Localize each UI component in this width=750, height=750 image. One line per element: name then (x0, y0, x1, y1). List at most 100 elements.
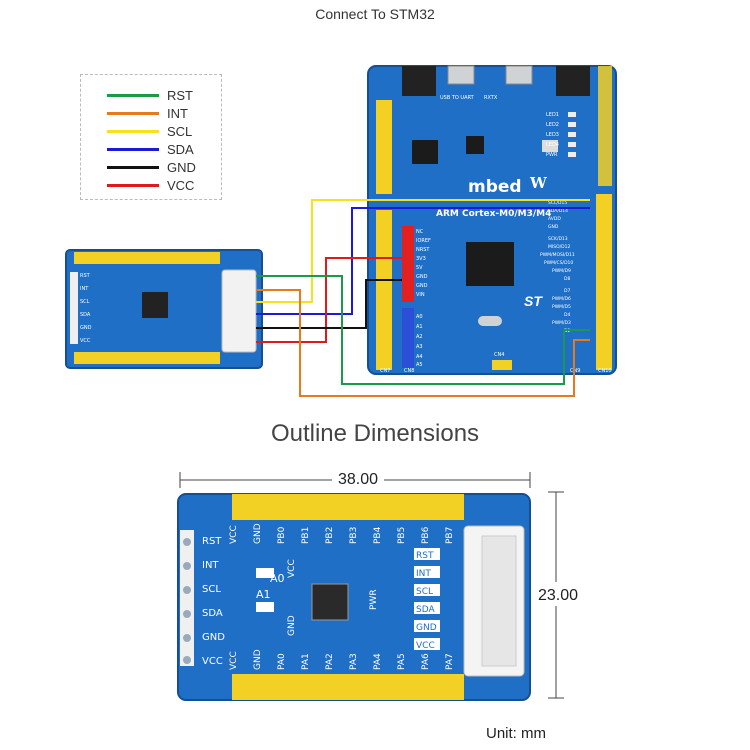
addr-label-pwr: PWR (369, 589, 379, 610)
power-pin-label: 5V (416, 265, 423, 271)
module-small-side-label: SDA (80, 312, 91, 318)
bottom-pin-label: PA6 (421, 653, 431, 670)
jumper-pad (256, 602, 274, 612)
module-small-side-label: VCC (80, 338, 91, 344)
analog-pin-label: A0 (416, 314, 423, 320)
jumper-pad (256, 568, 274, 578)
right-pin-label: PWM/CS/D10 (544, 260, 573, 266)
wire-scl (256, 199, 590, 303)
right-pin-label: PWM/D5 (552, 304, 571, 310)
module-small-side-label: SCL (80, 299, 90, 305)
addr-label-a0: A0 (270, 572, 285, 585)
bottom-pin-label: PA0 (277, 653, 287, 670)
wire-rst (256, 275, 590, 385)
right-pin-label: PWM/D9 (552, 268, 571, 274)
module-large-top-header (232, 494, 464, 520)
right-pin-label: D7 (564, 288, 570, 294)
wire-legend: RST INT SCL SDA GND VCC (80, 74, 222, 200)
led-group: LED1 LED2 LED3 LED4 PWR (546, 112, 576, 158)
legend-item-gnd: GND (107, 158, 196, 176)
analog-pin-label: A4 (416, 354, 423, 360)
wire-sda (256, 207, 590, 315)
power-pin-label: GND (416, 274, 428, 280)
right-pin-label: D4 (564, 312, 570, 318)
top-pin-label: PB6 (421, 526, 431, 544)
width-dim-label: 38.00 (338, 471, 378, 488)
power-pin-label: NC (416, 229, 424, 235)
conn-label-bg (414, 602, 440, 614)
header-right-lower (596, 194, 612, 370)
button (542, 140, 558, 152)
module-small-bottom-header (74, 352, 220, 364)
crystal (478, 316, 502, 326)
width-dim-bg (332, 468, 384, 490)
led (568, 152, 576, 157)
usb-port-1 (447, 65, 475, 85)
right-pin-label: PWM/D6 (552, 296, 571, 302)
right-pin-label: AVDD (548, 216, 561, 222)
usb-label-2: RXTX (484, 95, 498, 101)
st-logo: ST (524, 293, 543, 309)
led-label: LED4 (546, 142, 559, 148)
bottom-pin-label: PA5 (397, 653, 407, 670)
side-pin-label: INT (202, 560, 219, 571)
height-dim-label: 23.00 (538, 587, 578, 604)
unit-label: Unit: mm (486, 725, 546, 742)
right-pin-label: D8 (564, 276, 570, 282)
module-large-side-header (180, 530, 194, 666)
addr-label-vcc: VCC (287, 559, 297, 578)
usb-label-1: USB TO UART (440, 95, 475, 101)
right-pin-label: PWM/D3 (552, 320, 571, 326)
usb-port-2 (505, 65, 533, 85)
module-small-connector (221, 269, 257, 353)
led (568, 122, 576, 127)
side-hole (183, 586, 191, 594)
legend-line (107, 129, 159, 133)
legend-item-int: INT (107, 104, 188, 122)
wires (256, 199, 590, 397)
cn9-label: CN9 (570, 368, 580, 374)
right-pin-label: PWM/MOSI/D11 (540, 252, 575, 258)
legend-line (107, 111, 159, 115)
top-pin-labels: VCC GND PB0 PB1 PB2 PB3 PB4 PB5 PB6 PB7 (229, 523, 455, 544)
conn-label-bg (414, 548, 440, 560)
conn-pin-label: SCL (416, 587, 433, 597)
conn-label-bg (414, 620, 440, 632)
conn-pin-label: RST (416, 551, 434, 561)
height-dim-bg (534, 582, 582, 606)
top-pin-label: GND (253, 523, 263, 544)
module-small-side-label: RST (80, 273, 91, 279)
conn-pin-label: SDA (416, 605, 435, 615)
module-small-side-header (70, 272, 78, 344)
side-hole (183, 610, 191, 618)
header-right-upper (598, 66, 612, 186)
side-hole (183, 538, 191, 546)
right-pin-label: GND (548, 224, 559, 230)
outline-title: Outline Dimensions (270, 420, 480, 447)
side-pin-label: GND (202, 632, 225, 643)
legend-item-vcc: VCC (107, 176, 194, 194)
analog-pin-label: A3 (416, 344, 423, 350)
top-pin-label: PB7 (445, 527, 455, 544)
conn-label-bg (414, 584, 440, 596)
stm32-board: USB TO UART RXTX LED1 LED2 LED3 LED4 PWR… (367, 65, 617, 375)
right-pin-label: SDA/D14 (548, 208, 568, 214)
side-hole (183, 634, 191, 642)
top-pin-label: PB2 (325, 527, 335, 544)
led (568, 142, 576, 147)
power-pin-label: GND (416, 283, 428, 289)
power-pin-label: IOREF (416, 238, 431, 244)
analog-header (402, 308, 414, 368)
jtag-header (556, 66, 590, 96)
regulator-chip (412, 140, 438, 164)
cn8-label: CN8 (404, 368, 414, 374)
legend-item-scl: SCL (107, 122, 192, 140)
module-small-chip (142, 292, 168, 318)
legend-label: RST (167, 87, 193, 103)
cpu-label: ARM Cortex-M0/M3/M4 (436, 209, 551, 219)
bottom-pin-label: GND (253, 649, 263, 670)
cn4-header (492, 360, 512, 370)
module-small-top-header (74, 252, 220, 264)
header-left-upper (376, 100, 392, 194)
legend-item-sda: SDA (107, 140, 194, 158)
